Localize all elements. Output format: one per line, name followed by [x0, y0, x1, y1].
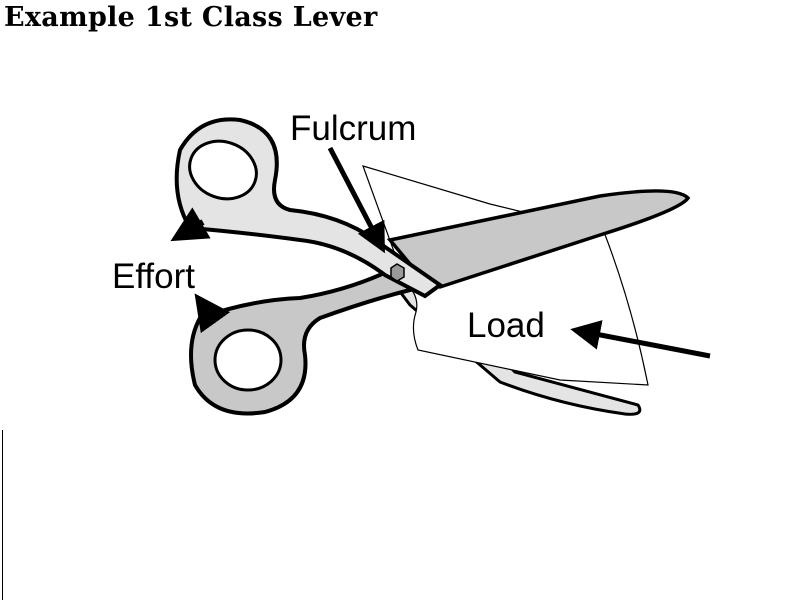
effort-arrow-lower: [194, 293, 231, 334]
slide-title: Example 1st Class Lever: [4, 2, 378, 33]
fulcrum-arrow: [327, 146, 385, 254]
effort-arrow-upper: [170, 207, 211, 242]
pivot-screw: [390, 263, 405, 282]
load-arrow: [570, 320, 711, 359]
load-label: Load: [467, 306, 545, 345]
upper-blade: [386, 189, 691, 289]
fulcrum-label: Fulcrum: [290, 109, 416, 148]
divider-line: [2, 430, 3, 600]
lower-finger-hole: [213, 328, 283, 392]
effort-label: Effort: [112, 257, 195, 296]
upper-finger-hole: [188, 139, 258, 201]
